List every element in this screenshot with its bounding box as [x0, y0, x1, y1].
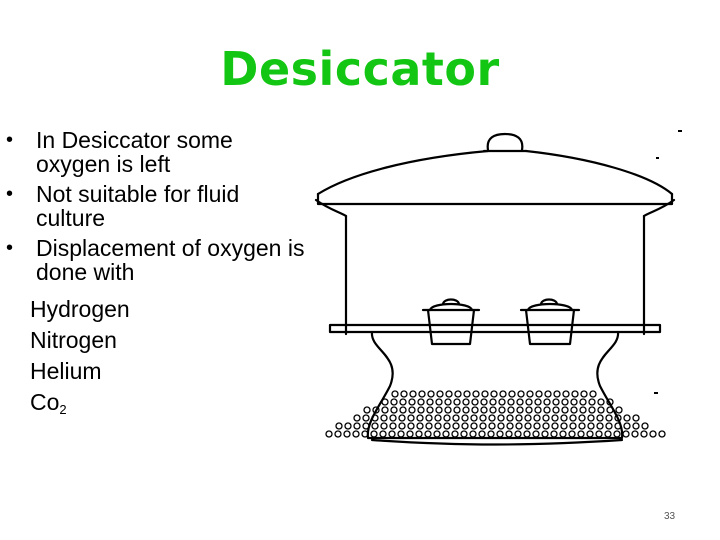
body — [344, 214, 646, 336]
bullet-item: • Displacement of oxygen is done with — [6, 236, 306, 284]
scan-mark — [654, 392, 658, 394]
subscript: 2 — [59, 402, 67, 417]
scan-mark — [678, 130, 682, 132]
scan-mark — [656, 157, 659, 159]
gas-item-nitrogen: Nitrogen — [30, 327, 117, 353]
gas-item-helium: Helium — [30, 358, 102, 384]
bullet-marker: • — [6, 183, 14, 205]
bullet-list: • In Desiccator some oxygen is left • No… — [6, 128, 306, 290]
gas-item-hydrogen: Hydrogen — [30, 296, 130, 322]
desiccator-illustration — [314, 130, 682, 446]
bullet-item: • In Desiccator some oxygen is left — [6, 128, 306, 176]
bullet-marker: • — [6, 237, 14, 259]
lid — [316, 149, 674, 196]
page-number: 33 — [664, 511, 676, 522]
slide-title: Desiccator — [220, 42, 500, 96]
lid-knob — [486, 132, 524, 152]
gas-item-co2: Co2 — [30, 389, 67, 417]
bullet-text: Displacement of oxygen is done with — [36, 235, 305, 285]
gas-list: Hydrogen Nitrogen Helium Co2 — [30, 294, 130, 425]
plate-shelf — [328, 323, 662, 334]
bullet-text: Not suitable for fluid culture — [36, 181, 240, 231]
bullet-marker: • — [6, 129, 14, 151]
lower-chamber — [366, 330, 624, 440]
desiccant-pellets — [325, 390, 666, 438]
petri-dish-left — [426, 308, 476, 346]
bullet-text: In Desiccator some oxygen is left — [36, 127, 233, 177]
bullet-item: • Not suitable for fluid culture — [6, 182, 306, 230]
rim — [314, 198, 676, 218]
petri-dish-right — [524, 308, 576, 346]
